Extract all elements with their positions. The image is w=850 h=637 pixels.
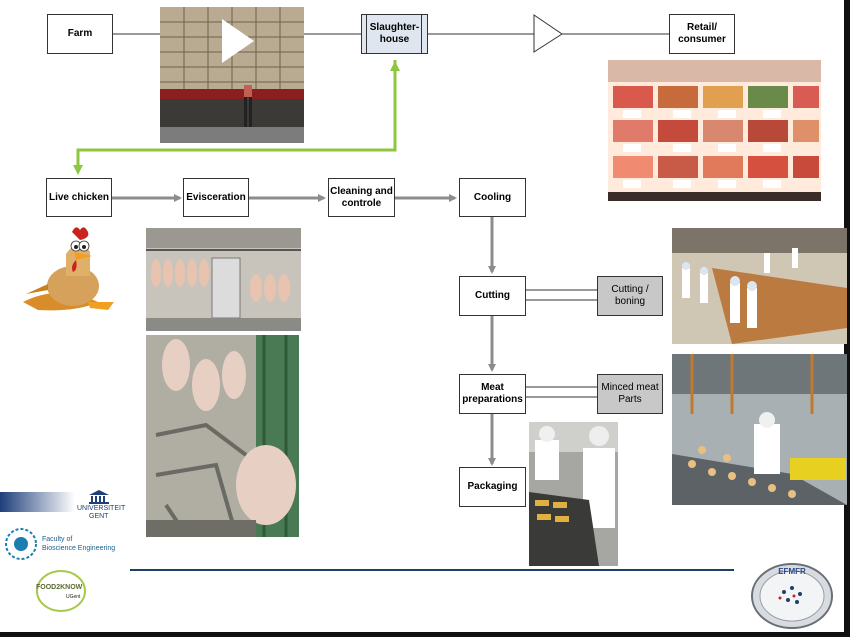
food2know-sub: UGent bbox=[66, 594, 81, 600]
faculty-line2: Bioscience Engineering bbox=[42, 545, 116, 552]
photo-packaging bbox=[529, 422, 618, 566]
photo-retail-counter bbox=[608, 60, 821, 201]
food2know-text: FOOD2KNOW bbox=[36, 584, 83, 591]
node-evisceration: Evisceration bbox=[183, 178, 249, 217]
photo-truck-crates bbox=[160, 7, 304, 143]
svg-text:EFMFR: EFMFR bbox=[778, 567, 806, 576]
photo-processing-line bbox=[672, 354, 847, 505]
node-meat-preparations: Meat preparations bbox=[459, 374, 526, 414]
bottom-border bbox=[0, 632, 850, 637]
node-cleaning: Cleaning and controle bbox=[328, 178, 395, 217]
node-live-chicken: Live chicken bbox=[46, 178, 112, 217]
faculty-line1: Faculty of bbox=[42, 536, 73, 543]
ugent-building-icon bbox=[88, 490, 110, 504]
faculty-logo-icon bbox=[4, 527, 38, 561]
ugent-line1: UNIVERSITEIT bbox=[77, 505, 126, 512]
efmfr-seal: EFMFR bbox=[750, 560, 834, 630]
food2know-logo-icon bbox=[34, 565, 88, 613]
footer-divider bbox=[130, 569, 734, 571]
triangle-arrow bbox=[533, 14, 563, 53]
cartoon-chicken bbox=[18, 224, 118, 314]
node-packaging: Packaging bbox=[459, 467, 526, 507]
node-farm: Farm bbox=[47, 14, 113, 54]
node-cooling: Cooling bbox=[459, 178, 526, 217]
right-border bbox=[844, 0, 850, 637]
ugent-line2: GENT bbox=[89, 513, 109, 520]
node-minced-meat: Minced meat Parts bbox=[597, 374, 663, 414]
play-icon bbox=[222, 19, 254, 63]
node-cutting-boning: Cutting / boning bbox=[597, 276, 663, 316]
photo-hanging-carcasses bbox=[146, 335, 299, 537]
node-slaughterhouse: Slaughter- house bbox=[361, 14, 428, 54]
node-retail: Retail/ consumer bbox=[669, 14, 735, 54]
photo-evisceration-line bbox=[146, 228, 301, 331]
ugent-logo-band bbox=[0, 492, 75, 512]
photo-cutting-hall bbox=[672, 228, 847, 344]
node-cutting: Cutting bbox=[459, 276, 526, 316]
